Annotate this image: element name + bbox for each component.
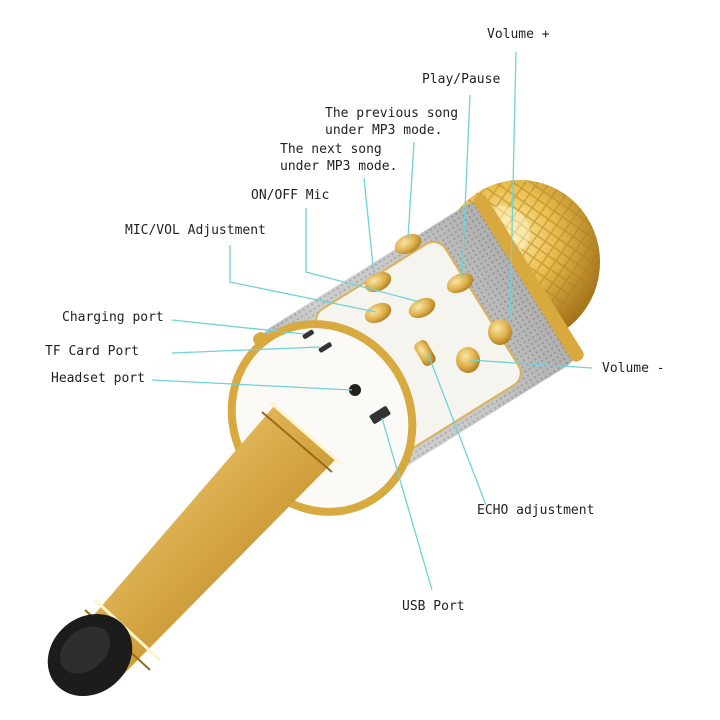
- label-previous-song-line2: under MP3 mode.: [325, 123, 443, 138]
- leader-on-off-mic: [305, 208, 421, 303]
- label-previous-song: The previous song under MP3 mode.: [325, 105, 458, 139]
- label-tf-card-port: TF Card Port: [45, 344, 139, 359]
- scan-button[interactable]: [444, 269, 477, 297]
- leader-charging: [171, 319, 305, 335]
- leader-mic-vol: [229, 245, 377, 313]
- label-play-pause: Play/Pause: [422, 72, 501, 87]
- label-next-song: The next song under MP3 mode.: [280, 141, 397, 175]
- volume-minus-button[interactable]: [456, 347, 480, 373]
- leader-lines: [151, 51, 593, 591]
- next-button[interactable]: [362, 268, 395, 296]
- leader-volume-minus: [469, 359, 593, 369]
- label-echo-adjustment: ECHO adjustment: [477, 503, 595, 518]
- mic-toggle-button[interactable]: [406, 294, 439, 322]
- label-previous-song-line1: The previous song: [325, 106, 459, 121]
- label-mic-vol: MIC/VOL Adjustment: [125, 223, 266, 238]
- leader-echo: [427, 353, 487, 506]
- label-next-song-line1: The next song: [280, 142, 382, 157]
- label-charging-port: Charging port: [62, 310, 164, 325]
- mic-vol-button[interactable]: [362, 299, 395, 327]
- label-volume-plus: Volume +: [487, 27, 550, 42]
- leader-headset: [151, 379, 353, 391]
- prev-button[interactable]: [392, 230, 425, 258]
- tf-card-port[interactable]: [318, 342, 333, 354]
- label-next-song-line2: under MP3 mode.: [280, 159, 398, 174]
- usb-port[interactable]: [369, 405, 391, 424]
- label-usb-port: USB Port: [402, 599, 465, 614]
- leader-usb: [381, 417, 433, 591]
- leader-tf-card: [171, 346, 321, 354]
- leader-previous-song: [407, 141, 415, 239]
- charging-port[interactable]: [302, 329, 315, 340]
- leader-next-song: [363, 177, 375, 277]
- volume-plus-button[interactable]: [488, 319, 512, 345]
- headset-port[interactable]: [349, 384, 361, 396]
- leader-volume-plus: [509, 51, 517, 321]
- label-headset-port: Headset port: [51, 371, 145, 386]
- label-volume-minus: Volume -: [602, 361, 665, 376]
- leader-play-pause: [461, 94, 471, 279]
- label-on-off-mic: ON/OFF Mic: [251, 188, 330, 203]
- mic-handle: [47, 400, 341, 697]
